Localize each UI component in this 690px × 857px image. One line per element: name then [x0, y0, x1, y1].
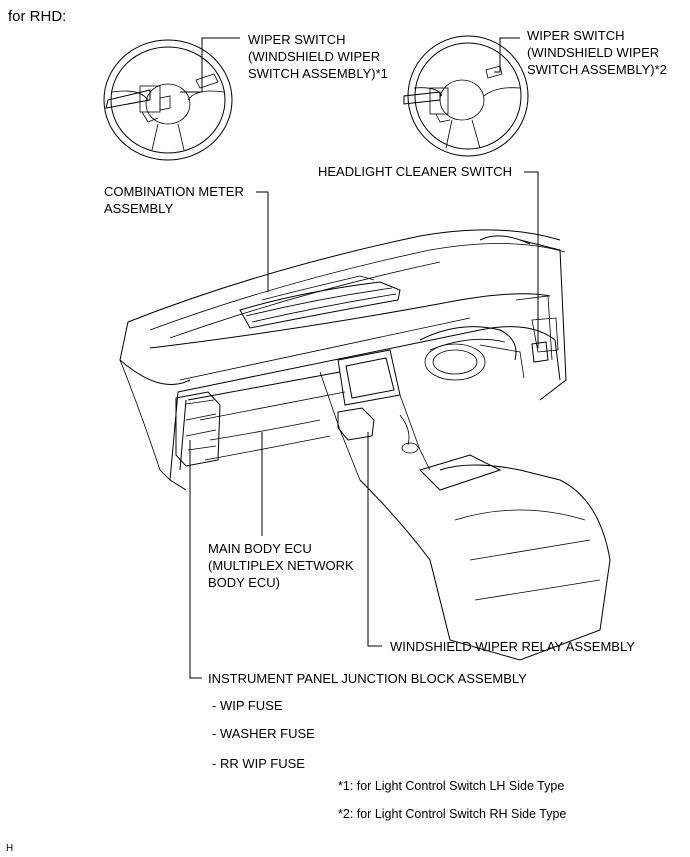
dashboard-drawing — [119, 229, 611, 661]
label-main-body-ecu: MAIN BODY ECU (MULTIPLEX NETWORK BODY EC… — [208, 541, 354, 590]
fuse-item: - WIP FUSE — [212, 698, 283, 713]
fuse-item: - WASHER FUSE — [212, 726, 315, 741]
label-windshield-wiper-relay: WINDSHIELD WIPER RELAY ASSEMBLY — [390, 639, 635, 654]
label-wiper-switch-rh: WIPER SWITCH (WINDSHIELD WIPER SWITCH AS… — [527, 28, 667, 77]
leader-lines — [180, 37, 539, 679]
label-junction-block: INSTRUMENT PANEL JUNCTION BLOCK ASSEMBLY — [208, 671, 527, 686]
footnote-2: *2: for Light Control Switch RH Side Typ… — [338, 807, 567, 821]
heading: for RHD: — [8, 8, 67, 25]
label-headlight-cleaner-switch: HEADLIGHT CLEANER SWITCH — [318, 164, 513, 179]
label-wiper-switch-lh: WIPER SWITCH (WINDSHIELD WIPER SWITCH AS… — [248, 32, 388, 81]
label-combination-meter: COMBINATION METER ASSEMBLY — [104, 184, 244, 216]
fuse-item: - RR WIP FUSE — [212, 756, 305, 771]
corner-mark: H — [6, 843, 14, 854]
footnote-1: *1: for Light Control Switch LH Side Typ… — [338, 779, 565, 793]
steering-wheel-rh-drawing — [403, 35, 529, 157]
steering-wheel-lh-drawing — [103, 39, 233, 161]
